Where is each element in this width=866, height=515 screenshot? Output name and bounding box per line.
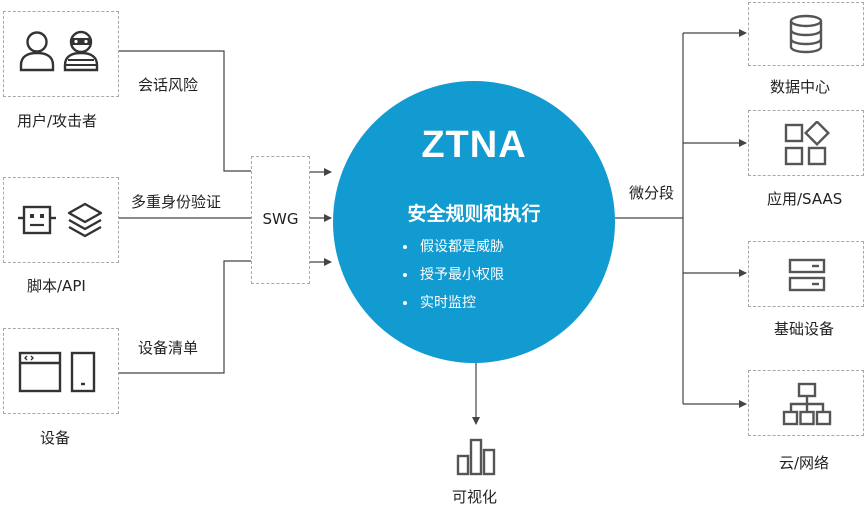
ztna-title: ZTNA: [421, 124, 527, 166]
layers-icon: [67, 202, 103, 238]
micro-segmentation-label: 微分段: [629, 184, 675, 202]
apps-node: [748, 110, 864, 176]
browser-window-icon: [18, 351, 62, 393]
mfa-label: 多重身份验证: [131, 193, 222, 211]
visualization-label: 可视化: [452, 488, 498, 506]
bullet-item: 授予最小权限: [403, 261, 504, 289]
infrastructure-label: 基础设备: [774, 320, 835, 338]
server-icon: [788, 258, 826, 292]
users-label: 用户/攻击者: [17, 112, 98, 130]
device-list-label: 设备清单: [138, 339, 199, 357]
ztna-subtitle: 安全规则和执行: [407, 203, 541, 225]
cloud-network-label: 云/网络: [779, 454, 830, 472]
scripts-node: [3, 177, 119, 263]
apps-label: 应用/SAAS: [767, 190, 843, 208]
bullet-item: 实时监控: [403, 289, 504, 317]
user-icon: [19, 31, 55, 72]
users-node: [3, 11, 119, 97]
mobile-phone-icon: [70, 351, 96, 393]
swg-label: SWG: [262, 210, 299, 228]
device-list-line: [118, 260, 251, 374]
cloud-network-node: [748, 370, 864, 436]
attacker-icon: [63, 30, 99, 72]
swg-node: SWG: [251, 156, 310, 284]
ztna-circle: ZTNA 安全规则和执行 假设都是威胁 授予最小权限 实时监控: [333, 81, 615, 363]
data-center-label: 数据中心: [770, 78, 831, 96]
apps-grid-icon: [784, 121, 830, 166]
network-tree-icon: [782, 382, 832, 426]
scripts-label: 脚本/API: [27, 277, 86, 295]
bar-chart-icon: [456, 438, 496, 476]
robot-icon: [18, 205, 56, 235]
session-risk-line: [118, 50, 251, 172]
infrastructure-node: [748, 241, 864, 307]
devices-label: 设备: [40, 429, 71, 447]
data-center-node: [748, 2, 864, 66]
ztna-bullets: 假设都是威胁 授予最小权限 实时监控: [403, 233, 504, 317]
database-icon: [789, 14, 823, 54]
bullet-item: 假设都是威胁: [403, 233, 504, 261]
session-risk-label: 会话风险: [138, 76, 199, 94]
devices-node: [3, 328, 119, 414]
